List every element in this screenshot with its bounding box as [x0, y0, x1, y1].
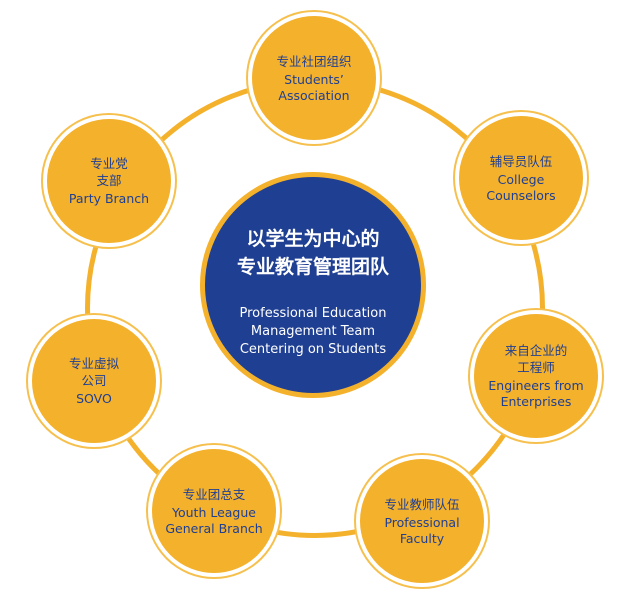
- node-label-zh: 辅导员队伍: [489, 153, 553, 169]
- node-students-association: 专业社团组织 Students’ Association: [248, 12, 380, 144]
- center-title-en-line2: Management Team: [250, 324, 376, 339]
- node-label-zh: 来自企业的 工程师: [504, 343, 568, 375]
- node-college-counselors: 辅导员队伍 College Counselors: [455, 112, 587, 244]
- node-professional-faculty: 专业教师队伍 Professional Faculty: [356, 455, 488, 587]
- node-label-zh: 专业党 支部: [90, 156, 128, 188]
- node-sovo: 专业虚拟 公司 SOVO: [28, 315, 160, 447]
- node-label-zh: 专业虚拟 公司: [68, 356, 119, 388]
- node-label-zh: 专业社团组织: [276, 53, 352, 69]
- node-label-en: Professional Faculty: [384, 514, 460, 546]
- node-youth-league-general-branch: 专业团总支 Youth League General Branch: [148, 445, 280, 577]
- node-engineers-from-enterprises: 来自企业的 工程师 Engineers from Enterprises: [470, 310, 602, 442]
- center-title-zh: 以学生为中心的 专业教育管理团队: [205, 225, 421, 281]
- node-label-en: Students’ Association: [278, 71, 350, 103]
- node-party-branch: 专业党 支部 Party Branch: [43, 115, 175, 247]
- node-label-en: College Counselors: [486, 171, 556, 203]
- center-title-zh-line2: 专业教育管理团队: [236, 256, 389, 278]
- center-title-en: Professional Education Management Team C…: [205, 305, 421, 359]
- node-label-zh: 专业团总支: [182, 486, 246, 502]
- node-label-en: Party Branch: [68, 191, 150, 206]
- center-title-zh-line1: 以学生为中心的: [246, 228, 380, 250]
- center-title-en-line3: Centering on Students: [239, 342, 387, 357]
- center-title-en-line1: Professional Education: [239, 306, 387, 321]
- node-label-en: Youth League General Branch: [165, 504, 263, 536]
- node-label-en: SOVO: [76, 391, 112, 406]
- node-label-en: Engineers from Enterprises: [488, 378, 584, 409]
- center-circle: 以学生为中心的 专业教育管理团队 Professional Education …: [200, 172, 426, 398]
- node-label-zh: 专业教师队伍: [384, 496, 460, 512]
